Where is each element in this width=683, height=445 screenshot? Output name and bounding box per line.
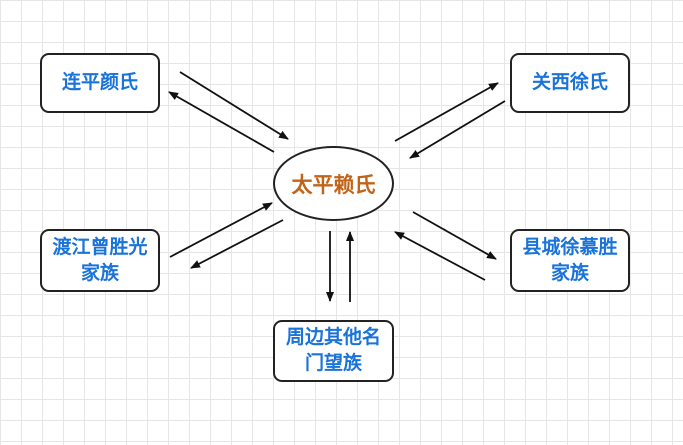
arrow-dujiang-to-center	[169, 202, 273, 258]
node-xiancheng-label: 县城徐慕胜 家族	[522, 235, 618, 284]
node-lianping-label: 连平颜氏	[61, 71, 138, 94]
node-guanxi-label: 关西徐氏	[531, 71, 608, 94]
node-dujiang-label: 渡江曾胜光 家族	[52, 235, 148, 284]
node-zhoubian-families: 周边其他名 门望族	[273, 320, 394, 382]
node-dujiang-zeng-family: 渡江曾胜光 家族	[40, 229, 160, 292]
arrow-center-to-guanxi	[394, 82, 499, 142]
arrow-center-to-xiancheng	[412, 211, 497, 260]
arrow-xiancheng-to-center	[394, 231, 486, 281]
arrow-guanxi-to-center	[409, 100, 506, 159]
arrow-center-to-lianping	[168, 91, 275, 153]
node-xiancheng-xu-family: 县城徐慕胜 家族	[510, 229, 630, 292]
node-guanxi-xu: 关西徐氏	[510, 53, 630, 113]
arrow-center-to-dujiang	[190, 219, 284, 269]
node-lianping-yan: 连平颜氏	[40, 53, 160, 113]
center-node-label: 太平赖氏	[291, 172, 376, 197]
center-node-taiping-lai: 太平赖氏	[273, 146, 394, 221]
arrow-lianping-to-center	[179, 71, 289, 140]
node-zhoubian-label: 周边其他名 门望族	[285, 326, 381, 374]
